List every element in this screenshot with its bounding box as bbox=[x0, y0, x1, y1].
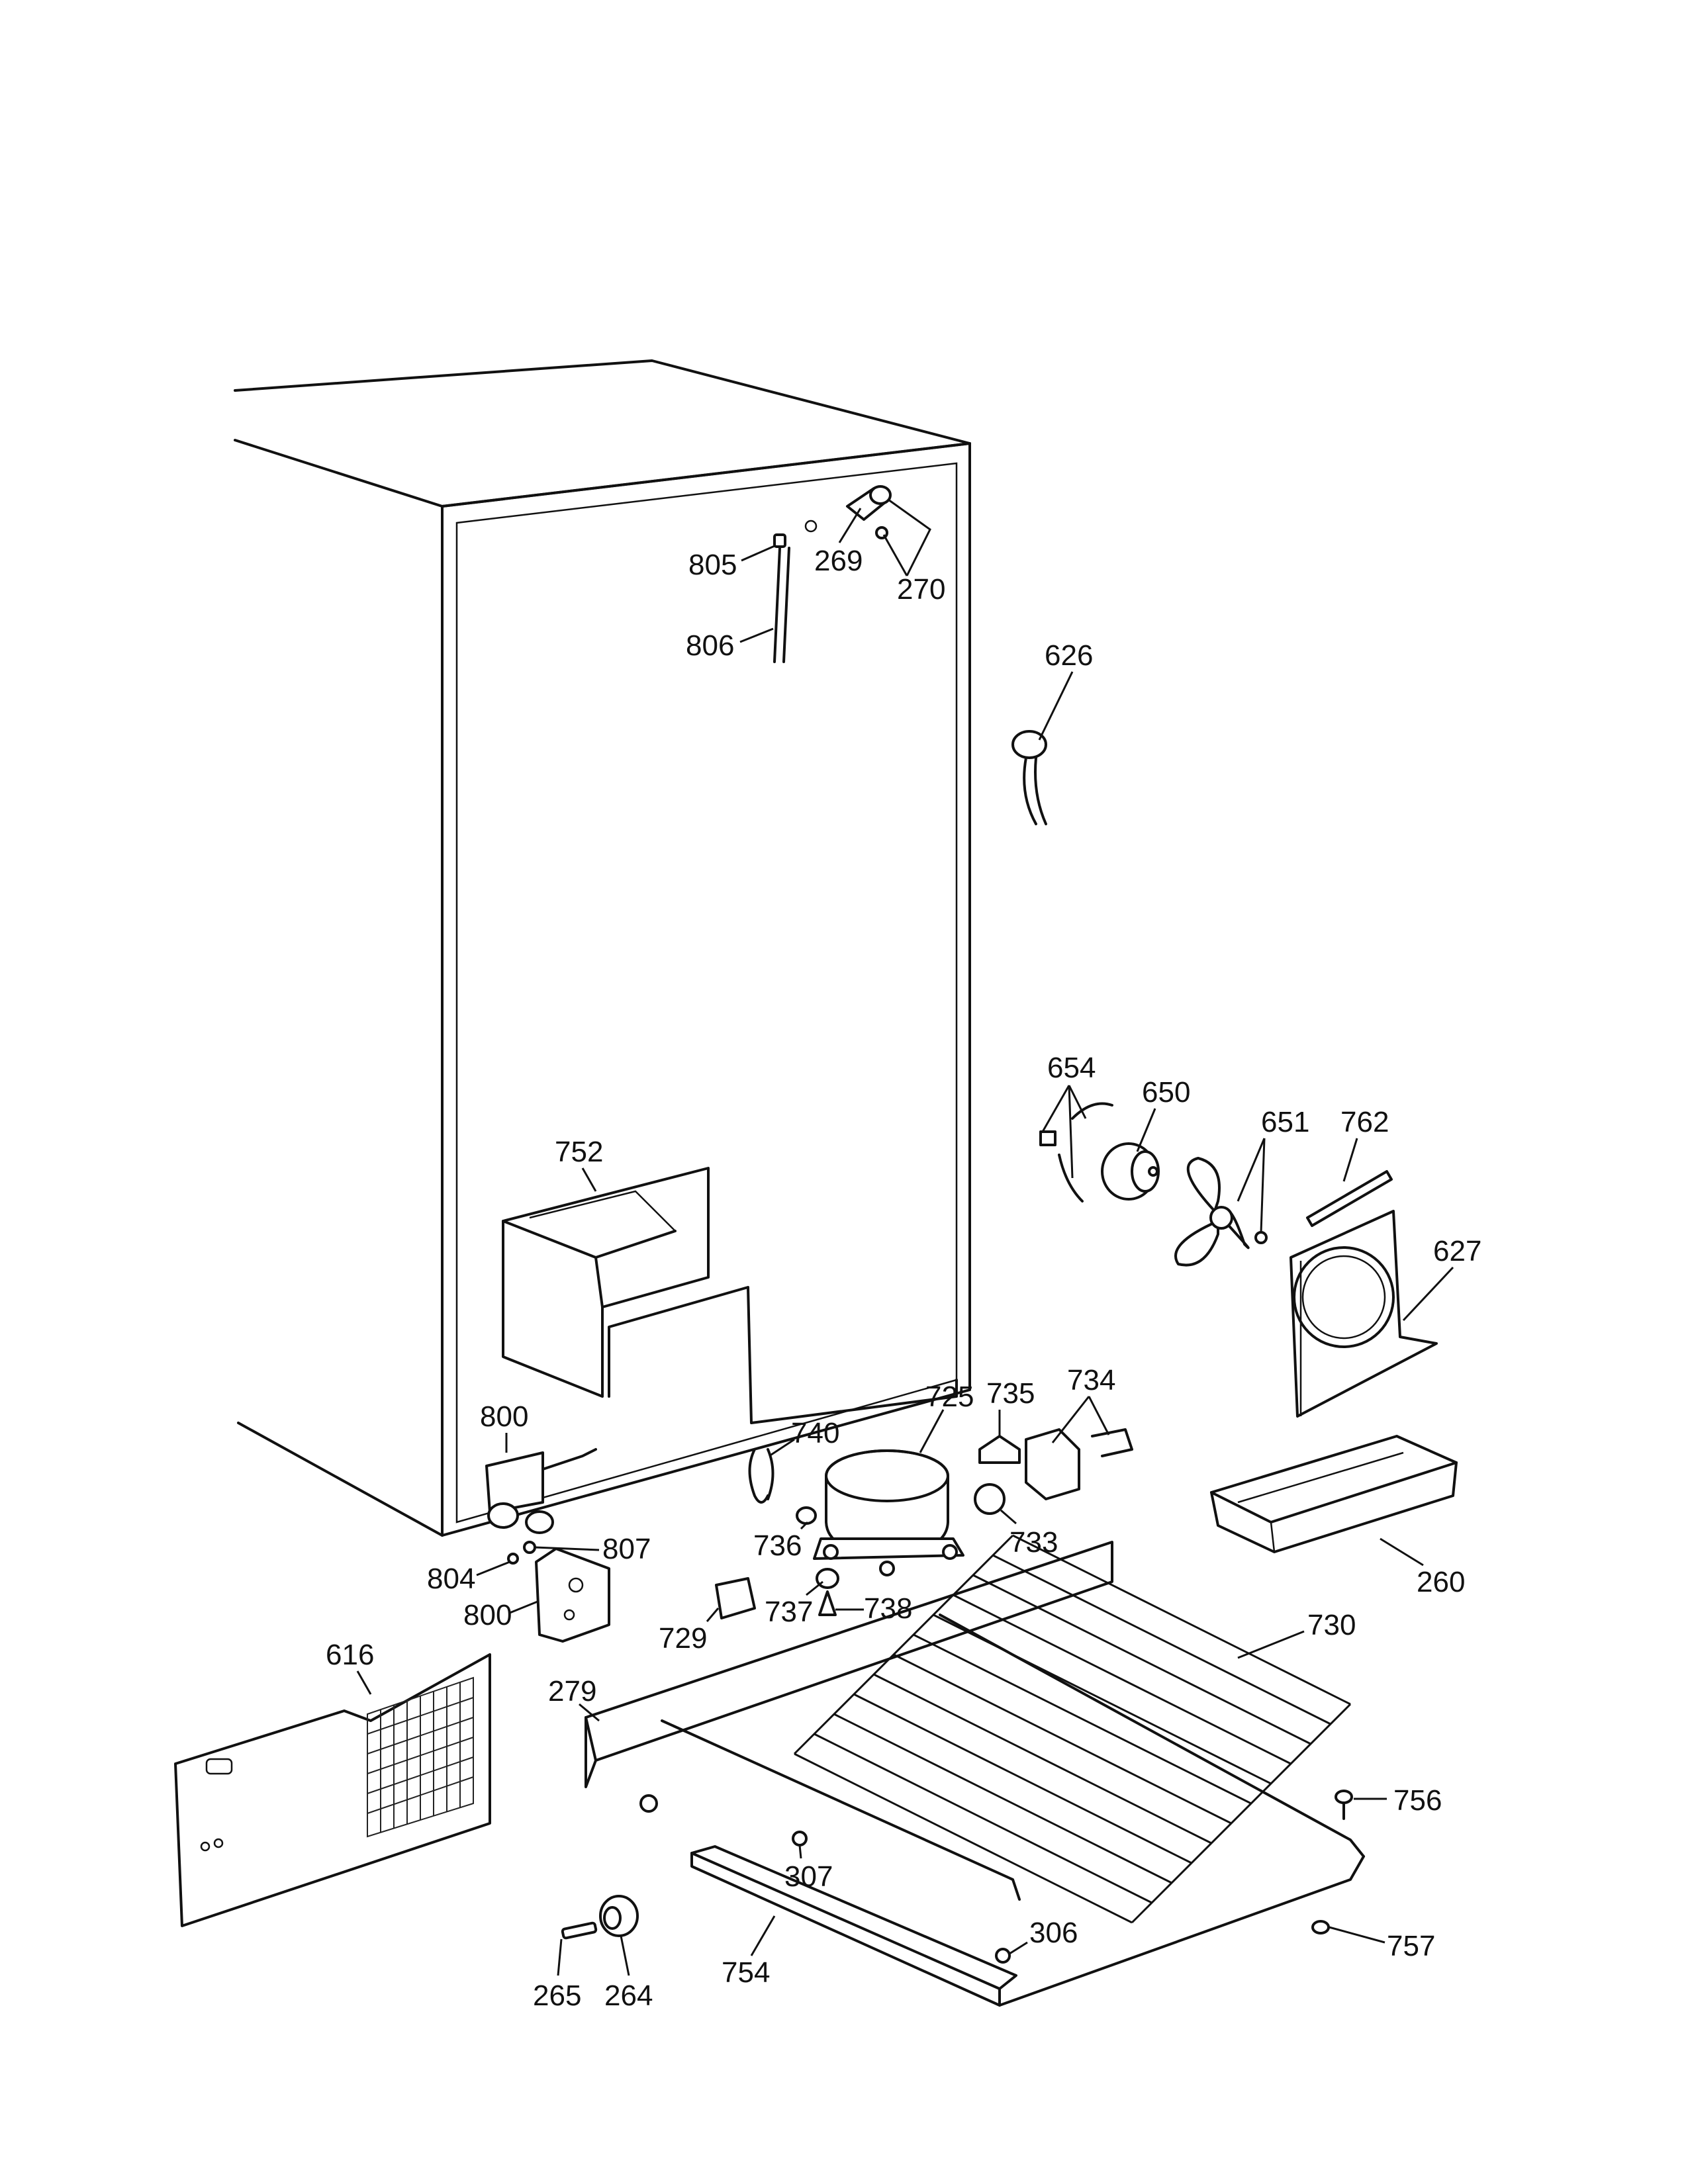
part-627-fan-shroud bbox=[1289, 1210, 1438, 1418]
callout-757: 757 bbox=[1387, 1930, 1435, 1962]
callout-735: 735 bbox=[986, 1377, 1035, 1410]
callout-729: 729 bbox=[659, 1622, 707, 1655]
callout-264: 264 bbox=[604, 1979, 653, 2012]
callout-804: 804 bbox=[427, 1563, 475, 1595]
part-307-clip bbox=[792, 1831, 808, 1846]
part-754-base-pan bbox=[690, 1845, 1365, 2007]
callout-734: 734 bbox=[1067, 1364, 1115, 1396]
callout-265: 265 bbox=[533, 1979, 581, 2012]
part-279-base-frame bbox=[585, 1541, 1365, 1901]
part-626-power-cord bbox=[1011, 730, 1047, 825]
callout-807: 807 bbox=[602, 1533, 651, 1565]
callout-762: 762 bbox=[1340, 1106, 1389, 1138]
callout-754: 754 bbox=[722, 1956, 770, 1989]
callout-736: 736 bbox=[753, 1529, 802, 1562]
part-756-screw bbox=[1335, 1790, 1353, 1820]
part-650-fan-motor bbox=[1101, 1142, 1160, 1201]
callout-616: 616 bbox=[326, 1639, 374, 1671]
callout-270: 270 bbox=[897, 573, 945, 606]
callout-752: 752 bbox=[555, 1136, 603, 1168]
callout-730: 730 bbox=[1307, 1609, 1356, 1641]
refrigerator-cabinet bbox=[234, 359, 971, 1537]
callout-279: 279 bbox=[548, 1675, 596, 1707]
part-738-clip bbox=[818, 1590, 837, 1616]
callout-737: 737 bbox=[765, 1596, 813, 1628]
part-800-water-valve bbox=[485, 1448, 597, 1534]
part-752-cover bbox=[502, 1167, 710, 1398]
callout-269: 269 bbox=[814, 545, 863, 577]
part-735-overload bbox=[978, 1435, 1021, 1464]
callout-740: 740 bbox=[791, 1417, 839, 1449]
callout-738: 738 bbox=[864, 1592, 912, 1625]
callout-654: 654 bbox=[1047, 1052, 1096, 1084]
callout-806: 806 bbox=[686, 629, 734, 662]
part-800-bracket bbox=[535, 1547, 610, 1643]
part-734-relay-cover bbox=[1025, 1428, 1133, 1500]
part-260-drain-pan bbox=[1210, 1435, 1458, 1553]
callout-725: 725 bbox=[925, 1381, 974, 1413]
part-762-strip bbox=[1306, 1170, 1393, 1227]
part-654-brackets bbox=[1039, 1102, 1113, 1203]
callout-627: 627 bbox=[1433, 1235, 1481, 1267]
part-264-roller bbox=[599, 1895, 639, 1937]
part-757-screw bbox=[1311, 1920, 1330, 1934]
part-730-condenser-coil bbox=[793, 1534, 1352, 1924]
callout-260: 260 bbox=[1417, 1566, 1465, 1598]
callout-626: 626 bbox=[1045, 639, 1093, 672]
part-807-804-clips bbox=[507, 1541, 536, 1565]
callout-805: 805 bbox=[688, 549, 737, 581]
part-306-screw bbox=[995, 1948, 1011, 1964]
callout-650: 650 bbox=[1142, 1076, 1190, 1109]
callout-651: 651 bbox=[1261, 1106, 1309, 1138]
callout-733: 733 bbox=[1009, 1526, 1058, 1559]
callout-306: 306 bbox=[1029, 1917, 1078, 1949]
callout-307: 307 bbox=[784, 1860, 833, 1893]
part-736-grommet bbox=[796, 1506, 817, 1525]
part-725-compressor bbox=[813, 1449, 964, 1576]
callout-800-lower: 800 bbox=[463, 1599, 512, 1631]
part-616-access-panel bbox=[174, 1653, 491, 1927]
part-740-clip bbox=[748, 1448, 774, 1504]
callout-800-upper: 800 bbox=[480, 1400, 528, 1433]
part-733-relay bbox=[974, 1483, 1006, 1515]
part-805-806-tube bbox=[773, 533, 790, 663]
part-265-bolt bbox=[561, 1921, 598, 1940]
callout-labels: 805 269 270 806 626 654 650 651 762 627 … bbox=[326, 545, 1481, 2012]
part-651-fan-blade bbox=[1174, 1157, 1268, 1267]
callout-756: 756 bbox=[1393, 1784, 1442, 1817]
part-729-capacitor bbox=[715, 1577, 756, 1619]
leader-lines bbox=[356, 498, 1454, 1976]
